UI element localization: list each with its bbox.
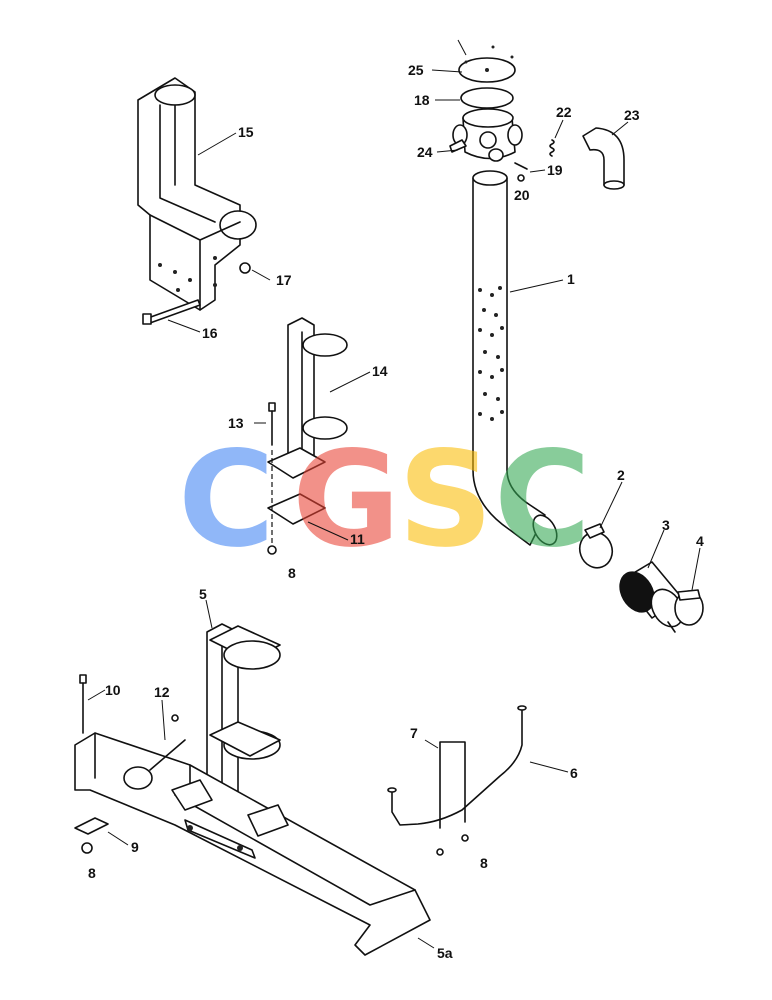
part-8-nuts bbox=[81, 545, 469, 856]
callout-5: 5 bbox=[199, 586, 207, 602]
callout-20: 20 bbox=[514, 187, 530, 203]
part-20-washer bbox=[517, 174, 525, 182]
part-17-nut bbox=[239, 262, 251, 274]
part-1-perforations bbox=[478, 286, 504, 421]
part-9-plate bbox=[74, 817, 109, 835]
callout-14: 14 bbox=[372, 363, 388, 379]
part-19-screw bbox=[514, 162, 528, 170]
callout-labels: 25 18 22 23 24 19 20 15 17 1 16 14 13 2 … bbox=[88, 62, 704, 961]
cgsc-watermark: C G S C bbox=[178, 423, 591, 577]
callout-4: 4 bbox=[696, 533, 704, 549]
watermark-letter-g: G bbox=[292, 423, 400, 577]
part-16-bolt bbox=[142, 299, 201, 325]
callout-18: 18 bbox=[414, 92, 430, 108]
part-14-stand bbox=[267, 317, 348, 545]
callout-8-right: 8 bbox=[480, 855, 488, 871]
callout-8-left: 8 bbox=[88, 865, 96, 881]
callout-15: 15 bbox=[238, 124, 254, 140]
callout-7: 7 bbox=[410, 725, 418, 741]
callout-3: 3 bbox=[662, 517, 670, 533]
part-22-pin bbox=[549, 139, 555, 157]
part-5a-base-rail bbox=[74, 732, 431, 956]
part-25-cap-plate bbox=[457, 39, 516, 83]
callout-13: 13 bbox=[228, 415, 244, 431]
callout-6: 6 bbox=[570, 765, 578, 781]
part-18-gasket bbox=[460, 87, 514, 109]
part-3-filter bbox=[619, 561, 684, 628]
part-4-clamp bbox=[667, 589, 704, 633]
callout-12: 12 bbox=[154, 684, 170, 700]
leader-lines bbox=[87, 69, 701, 949]
callout-5a: 5a bbox=[437, 945, 453, 961]
callout-10: 10 bbox=[105, 682, 121, 698]
callout-2: 2 bbox=[617, 467, 625, 483]
part-15-bracket bbox=[137, 77, 257, 311]
part-7-u-bolt bbox=[439, 741, 466, 829]
callout-1: 1 bbox=[567, 271, 575, 287]
callout-8-top: 8 bbox=[288, 565, 296, 581]
watermark-letter-c1: C bbox=[178, 423, 275, 577]
callout-19: 19 bbox=[547, 162, 563, 178]
part-13-bolt bbox=[268, 402, 276, 446]
callout-11: 11 bbox=[350, 531, 365, 547]
part-1-pipe bbox=[472, 170, 558, 546]
callout-17: 17 bbox=[276, 272, 292, 288]
part-2-clamp bbox=[578, 523, 614, 569]
part-23-elbow bbox=[582, 127, 625, 190]
callout-9: 9 bbox=[131, 839, 139, 855]
watermark-letter-s: S bbox=[398, 423, 493, 577]
part-12-band bbox=[123, 739, 186, 790]
callout-25: 25 bbox=[408, 62, 424, 78]
callout-16: 16 bbox=[202, 325, 218, 341]
watermark-letter-c2: C bbox=[494, 423, 591, 577]
part-10-bolt bbox=[79, 674, 87, 734]
callout-24: 24 bbox=[417, 144, 433, 160]
callout-22: 22 bbox=[556, 104, 572, 120]
part-5-stand bbox=[206, 623, 281, 826]
part-6-support-rod bbox=[387, 705, 527, 826]
part-24-manifold-head bbox=[449, 108, 523, 162]
callout-23: 23 bbox=[624, 107, 640, 123]
